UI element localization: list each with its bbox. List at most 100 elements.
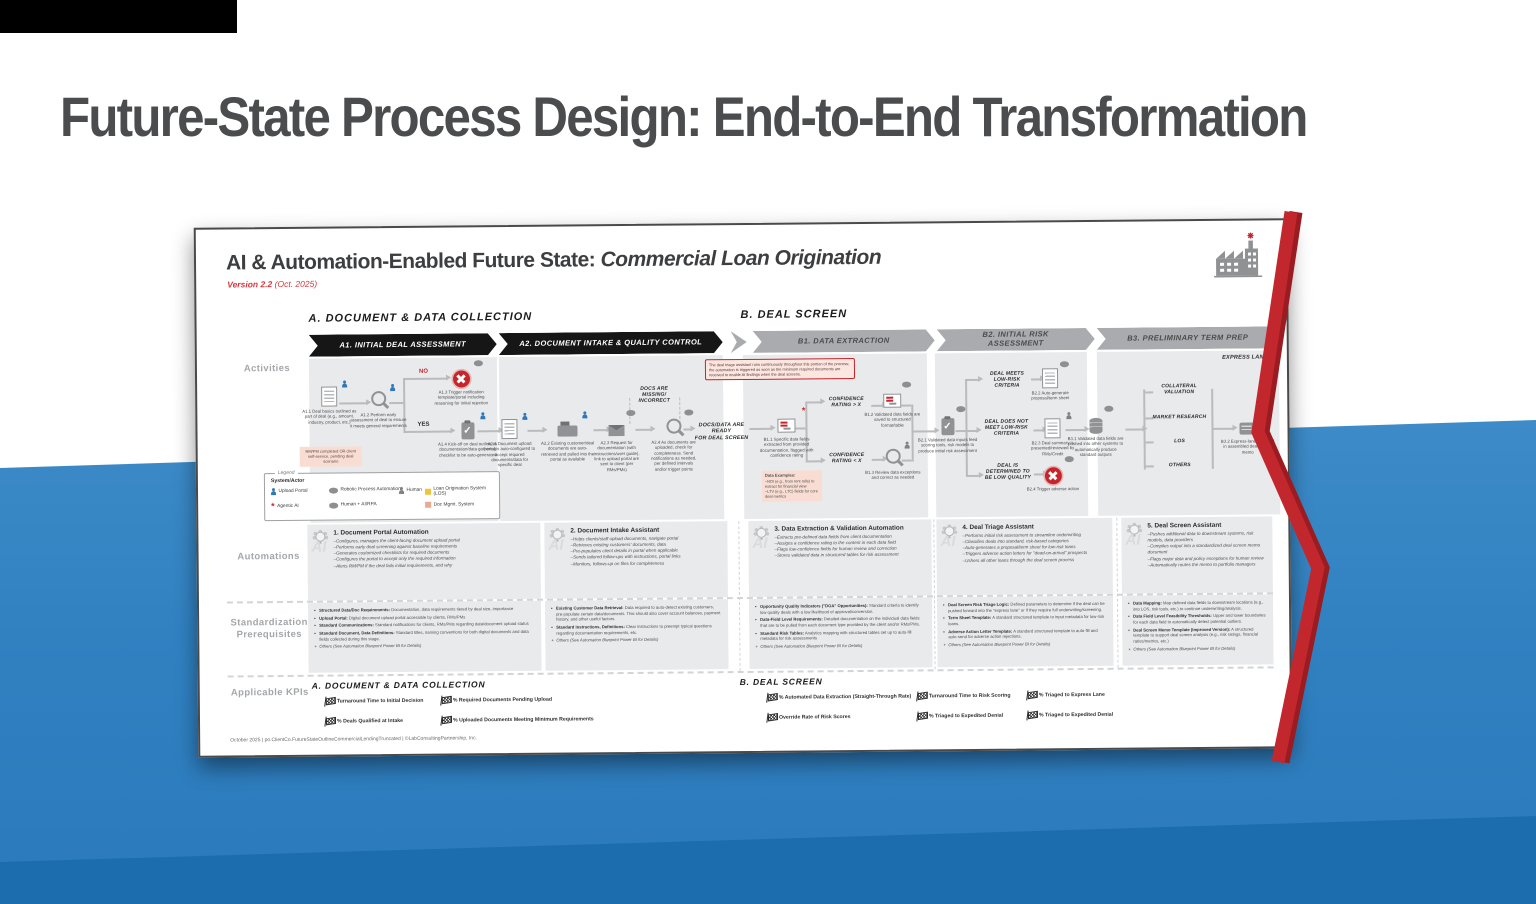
ai-watermark: AI bbox=[548, 536, 564, 554]
oval-person-icon bbox=[329, 502, 339, 509]
person-gray-icon bbox=[399, 487, 404, 494]
ai-watermark: AI bbox=[1125, 531, 1141, 549]
top-black-bar bbox=[0, 0, 237, 33]
checkered-flag-icon bbox=[1026, 710, 1036, 720]
kpi-item: % Triaged to Expedited Denial bbox=[916, 711, 1020, 722]
person-blue-icon bbox=[342, 380, 347, 387]
row-label-prerequisites: Standardization Prerequisites bbox=[230, 616, 308, 641]
legend-item: Upload Portal bbox=[271, 488, 308, 495]
legend-item: Robotic Process Automation bbox=[328, 487, 401, 494]
ai-watermark: AI bbox=[752, 534, 768, 552]
kpi-section-a-header: A. DOCUMENT & DATA COLLECTION bbox=[311, 679, 486, 691]
checkered-flag-icon bbox=[324, 717, 334, 727]
magnifier-icon bbox=[370, 391, 386, 407]
rpa-oval-icon bbox=[956, 406, 966, 412]
activity-caption: B2.4 Trigger adverse action bbox=[1026, 486, 1080, 492]
document-icon bbox=[321, 386, 338, 407]
section-b-label: B. DEAL SCREEN bbox=[740, 308, 848, 322]
flow-arrow bbox=[805, 401, 822, 404]
docs-missing-label: DOCS ARE MISSING/ INCORRECT bbox=[638, 385, 671, 404]
oval-gray-icon bbox=[328, 487, 339, 494]
square-yellow-icon bbox=[424, 488, 431, 495]
express-lane-label: EXPRESS LANE bbox=[1222, 354, 1268, 361]
version-date: (Oct. 2025) bbox=[272, 278, 318, 290]
automation-title: 3. Data Extraction & Validation Automati… bbox=[774, 524, 904, 533]
output-collateral-label: COLLATERAL VALUATION bbox=[1161, 383, 1197, 396]
phase-b1-chevron: B1. DATA EXTRACTION bbox=[753, 329, 935, 353]
square-salmon-icon bbox=[425, 501, 432, 508]
chevron-separator bbox=[731, 331, 747, 353]
automation-block-1: AI 1. Document Portal Automation –Config… bbox=[307, 522, 541, 601]
flow-arrow bbox=[965, 474, 980, 478]
phase-b2-chevron: B2. INITIAL RISK ASSESSMENT bbox=[937, 328, 1095, 351]
rpa-oval-icon bbox=[473, 360, 483, 366]
branch-label-no: NO bbox=[418, 368, 428, 375]
factory-icon bbox=[1214, 232, 1263, 278]
checkered-flag-icon bbox=[440, 716, 450, 726]
person-blue-icon bbox=[522, 413, 527, 420]
legend-item: Human + AI/RPA bbox=[329, 502, 377, 509]
version-line: Version 2.2 (Oct. 2025) bbox=[227, 279, 317, 290]
rpa-oval-icon bbox=[626, 409, 636, 416]
legend-item: Doc Mgmt. System bbox=[425, 501, 474, 508]
card-heading-italic: Commercial Loan Origination bbox=[600, 245, 882, 272]
kpi-item: Turnaround Time to Risk Scoring bbox=[916, 691, 1020, 702]
automation-block-5: AI 5. Deal Screen Assistant –Pushes addi… bbox=[1121, 516, 1273, 594]
automation-title: 4. Deal Triage Assistant bbox=[962, 523, 1034, 532]
scanner-icon bbox=[557, 425, 578, 437]
kpi-item: % Uploaded Documents Meeting Minimum Req… bbox=[440, 714, 600, 725]
checklist-icon bbox=[940, 418, 955, 436]
phase-b3-chevron: B3. PRELIMINARY TERM PREP bbox=[1097, 326, 1279, 350]
automation-bullets: –Configures, manages the client-facing d… bbox=[333, 536, 460, 569]
extraction-doc-icon bbox=[777, 418, 796, 433]
flow-arrow bbox=[1125, 428, 1144, 431]
automation-title: 2. Document Intake Assistant bbox=[570, 526, 660, 535]
person-blue-icon bbox=[582, 411, 587, 418]
automation-bullets: –Pushes additional data to downstream sy… bbox=[1147, 530, 1264, 568]
kpi-item: % Automated Data Extraction (Straight-Th… bbox=[766, 691, 916, 702]
card-footnote: October 2025 | po.ClientCo.FutureStateOu… bbox=[230, 735, 477, 744]
activity-a22: A2.2 Existing customer/deal documents ar… bbox=[539, 416, 595, 462]
kpi-section-b-header: B. DEAL SCREEN bbox=[739, 676, 823, 688]
rpa-oval-icon bbox=[1104, 405, 1114, 412]
activity-a21: A2.1 Document upload portal is auto-conf… bbox=[483, 417, 535, 468]
automation-title: 1. Document Portal Automation bbox=[333, 528, 429, 537]
legend-item: Loan Origination System (LOS) bbox=[424, 486, 499, 497]
automation-block-2: AI 2. Document Intake Assistant –Helps c… bbox=[544, 521, 728, 599]
checkered-flag-icon bbox=[916, 691, 926, 701]
output-market-research-label: MARKET RESEARCH bbox=[1152, 413, 1207, 421]
phase-a2-chevron: A2. DOCUMENT INTAKE & QUALITY CONTROL bbox=[499, 331, 723, 355]
activity-caption: A1.3 Trigger notification template/porta… bbox=[434, 389, 489, 406]
legend-item: *Agentic AI bbox=[271, 501, 299, 512]
diagram-card: AI & Automation-Enabled Future State: Co… bbox=[193, 218, 1293, 758]
magnifier-icon bbox=[885, 448, 901, 464]
activity-b11: * B1.1 Specific data fields extracted fr… bbox=[757, 405, 815, 458]
document-icon bbox=[1041, 368, 1059, 389]
activity-caption: B2.1 Validated data inputs feed scoring … bbox=[917, 436, 978, 454]
checkered-flag-icon bbox=[766, 713, 776, 723]
automation-title: 5. Deal Screen Assistant bbox=[1147, 521, 1222, 530]
activity-caption: A2.2 Existing customer/deal documents ar… bbox=[540, 440, 595, 462]
kpi-item: % Triaged to Express Lane bbox=[1026, 690, 1126, 701]
row-label-kpis: Applicable KPIs bbox=[230, 686, 309, 699]
envelope-icon bbox=[608, 425, 625, 437]
activity-a13: A1.3 Trigger notification template/porta… bbox=[429, 360, 493, 406]
person-blue-icon bbox=[390, 384, 395, 391]
rm-pm-note: RM/PM completed OR client self-service, … bbox=[299, 446, 362, 467]
person-blue-icon bbox=[271, 488, 276, 495]
activity-caption: B2.2 Auto-generate proposal/term sheet bbox=[1031, 390, 1070, 401]
flow-arrow bbox=[965, 378, 980, 382]
activity-b13: B1.3 Review data exceptions and correct … bbox=[864, 445, 922, 480]
row-label-automations: Automations bbox=[237, 550, 300, 563]
card-heading-bold: AI & Automation-Enabled Future State: bbox=[225, 248, 596, 275]
legend-item: Human bbox=[399, 487, 422, 494]
checkered-flag-icon bbox=[324, 697, 334, 707]
activity-caption: A1.2 Perform early assessment of deal to… bbox=[349, 412, 407, 429]
activity-b32: * B3.2 Express-lane compiled in assemble… bbox=[1219, 407, 1275, 455]
section-a-label: A. DOCUMENT & DATA COLLECTION bbox=[308, 310, 533, 325]
activity-caption: B1.2 Validated data fields are saved to … bbox=[864, 411, 921, 428]
document-icon bbox=[1044, 418, 1061, 439]
agentic-ai-spark-icon: * bbox=[801, 405, 806, 416]
version-number: Version 2.2 bbox=[227, 279, 273, 290]
